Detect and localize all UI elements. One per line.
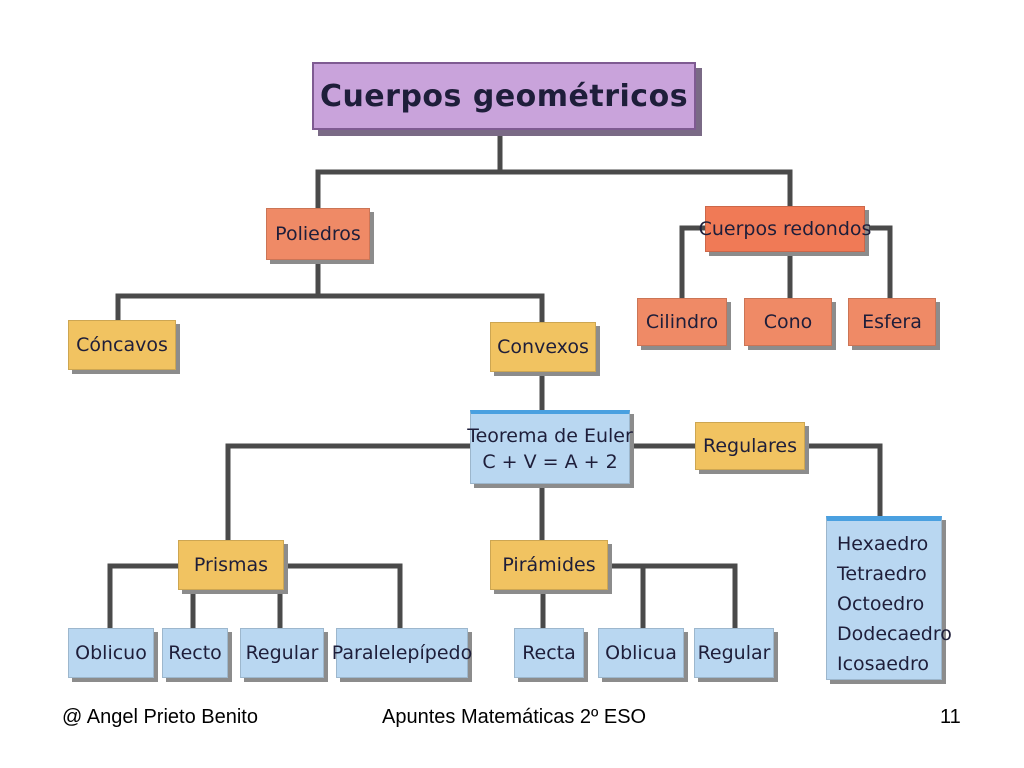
leaf-regular-piramide-label: Regular bbox=[697, 642, 771, 664]
leaf-paralelepipedo: Paralelepípedo bbox=[332, 628, 472, 678]
leaf-paralelepipedo-label: Paralelepípedo bbox=[331, 642, 473, 664]
regulares-list: Hexaedro Tetraedro Octoedro Dodecaedro I… bbox=[826, 516, 952, 680]
node-teorema-euler: Teorema de Euler C + V = A + 2 bbox=[467, 410, 633, 484]
leaf-regular-prisma: Regular bbox=[240, 628, 324, 678]
list-item: Tetraedro bbox=[837, 563, 927, 585]
leaf-oblicua: Oblicua bbox=[598, 628, 684, 678]
node-cono: Cono bbox=[744, 298, 832, 346]
list-item: Octoedro bbox=[837, 593, 925, 615]
leaf-recto: Recto bbox=[162, 628, 228, 678]
euler-formula: C + V = A + 2 bbox=[482, 450, 618, 473]
node-piramides: Pirámides bbox=[490, 540, 608, 590]
slide-footer: @ Angel Prieto Benito Apuntes Matemática… bbox=[0, 700, 1024, 740]
footer-course: Apuntes Matemáticas 2º ESO bbox=[382, 706, 647, 728]
node-cono-label: Cono bbox=[763, 311, 813, 333]
footer-author: @ Angel Prieto Benito bbox=[62, 706, 258, 728]
list-item: Icosaedro bbox=[837, 653, 929, 675]
leaf-regular-piramide: Regular bbox=[694, 628, 774, 678]
node-convexos: Convexos bbox=[490, 322, 596, 372]
node-cuerpos-redondos-label: Cuerpos redondos bbox=[698, 218, 872, 240]
leaf-regular-prisma-label: Regular bbox=[245, 642, 319, 664]
node-poliedros-label: Poliedros bbox=[275, 223, 361, 245]
node-convexos-label: Convexos bbox=[497, 336, 589, 358]
node-cilindro: Cilindro bbox=[637, 298, 727, 346]
node-cilindro-label: Cilindro bbox=[645, 311, 719, 333]
leaf-recta-label: Recta bbox=[522, 642, 576, 664]
node-cuerpos-redondos: Cuerpos redondos bbox=[699, 206, 871, 252]
node-prismas-label: Prismas bbox=[193, 554, 269, 576]
node-concavos-label: Cóncavos bbox=[76, 334, 168, 356]
node-esfera-label: Esfera bbox=[862, 311, 922, 333]
node-esfera: Esfera bbox=[848, 298, 936, 346]
node-piramides-label: Pirámides bbox=[502, 554, 596, 576]
node-regulares: Regulares bbox=[695, 422, 805, 470]
list-item: Dodecaedro bbox=[837, 623, 952, 645]
leaf-oblicua-label: Oblicua bbox=[605, 642, 677, 664]
leaf-oblicuo-label: Oblicuo bbox=[75, 642, 147, 664]
title-box: Cuerpos geométricos bbox=[312, 62, 696, 130]
node-regulares-label: Regulares bbox=[702, 435, 798, 457]
node-prismas: Prismas bbox=[178, 540, 284, 590]
footer-page-number: 11 bbox=[940, 706, 961, 728]
leaf-recto-label: Recto bbox=[168, 642, 222, 664]
list-item: Hexaedro bbox=[837, 533, 929, 555]
node-concavos: Cóncavos bbox=[68, 320, 176, 370]
node-poliedros: Poliedros bbox=[266, 208, 370, 260]
leaf-oblicuo: Oblicuo bbox=[68, 628, 154, 678]
diagram-title: Cuerpos geométricos bbox=[319, 78, 689, 114]
leaf-recta: Recta bbox=[514, 628, 584, 678]
euler-title: Teorema de Euler bbox=[467, 424, 633, 447]
